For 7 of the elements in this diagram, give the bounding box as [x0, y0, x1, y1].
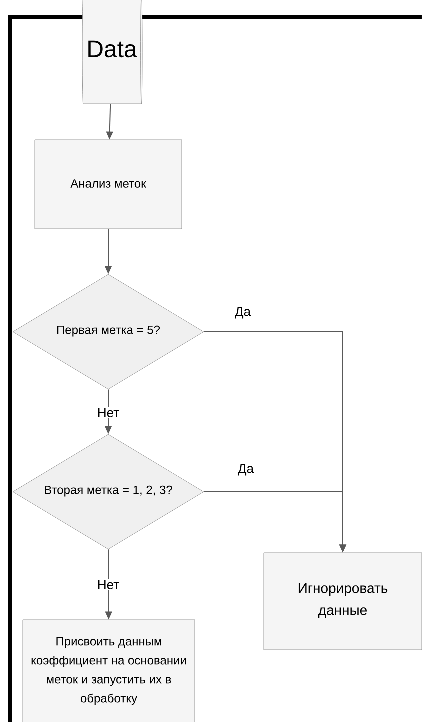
- process-box: Присвоить данным коэффициент на основании меток и запустить их в обработку: [22, 620, 196, 722]
- edge-label: Нет: [96, 579, 121, 591]
- edge-label: Да: [234, 306, 252, 320]
- edge-label: Нет: [96, 407, 121, 419]
- process-box: Игнорировать данные: [264, 552, 422, 650]
- process-box: Анализ меток: [34, 140, 182, 230]
- edge-label: Да: [236, 463, 255, 477]
